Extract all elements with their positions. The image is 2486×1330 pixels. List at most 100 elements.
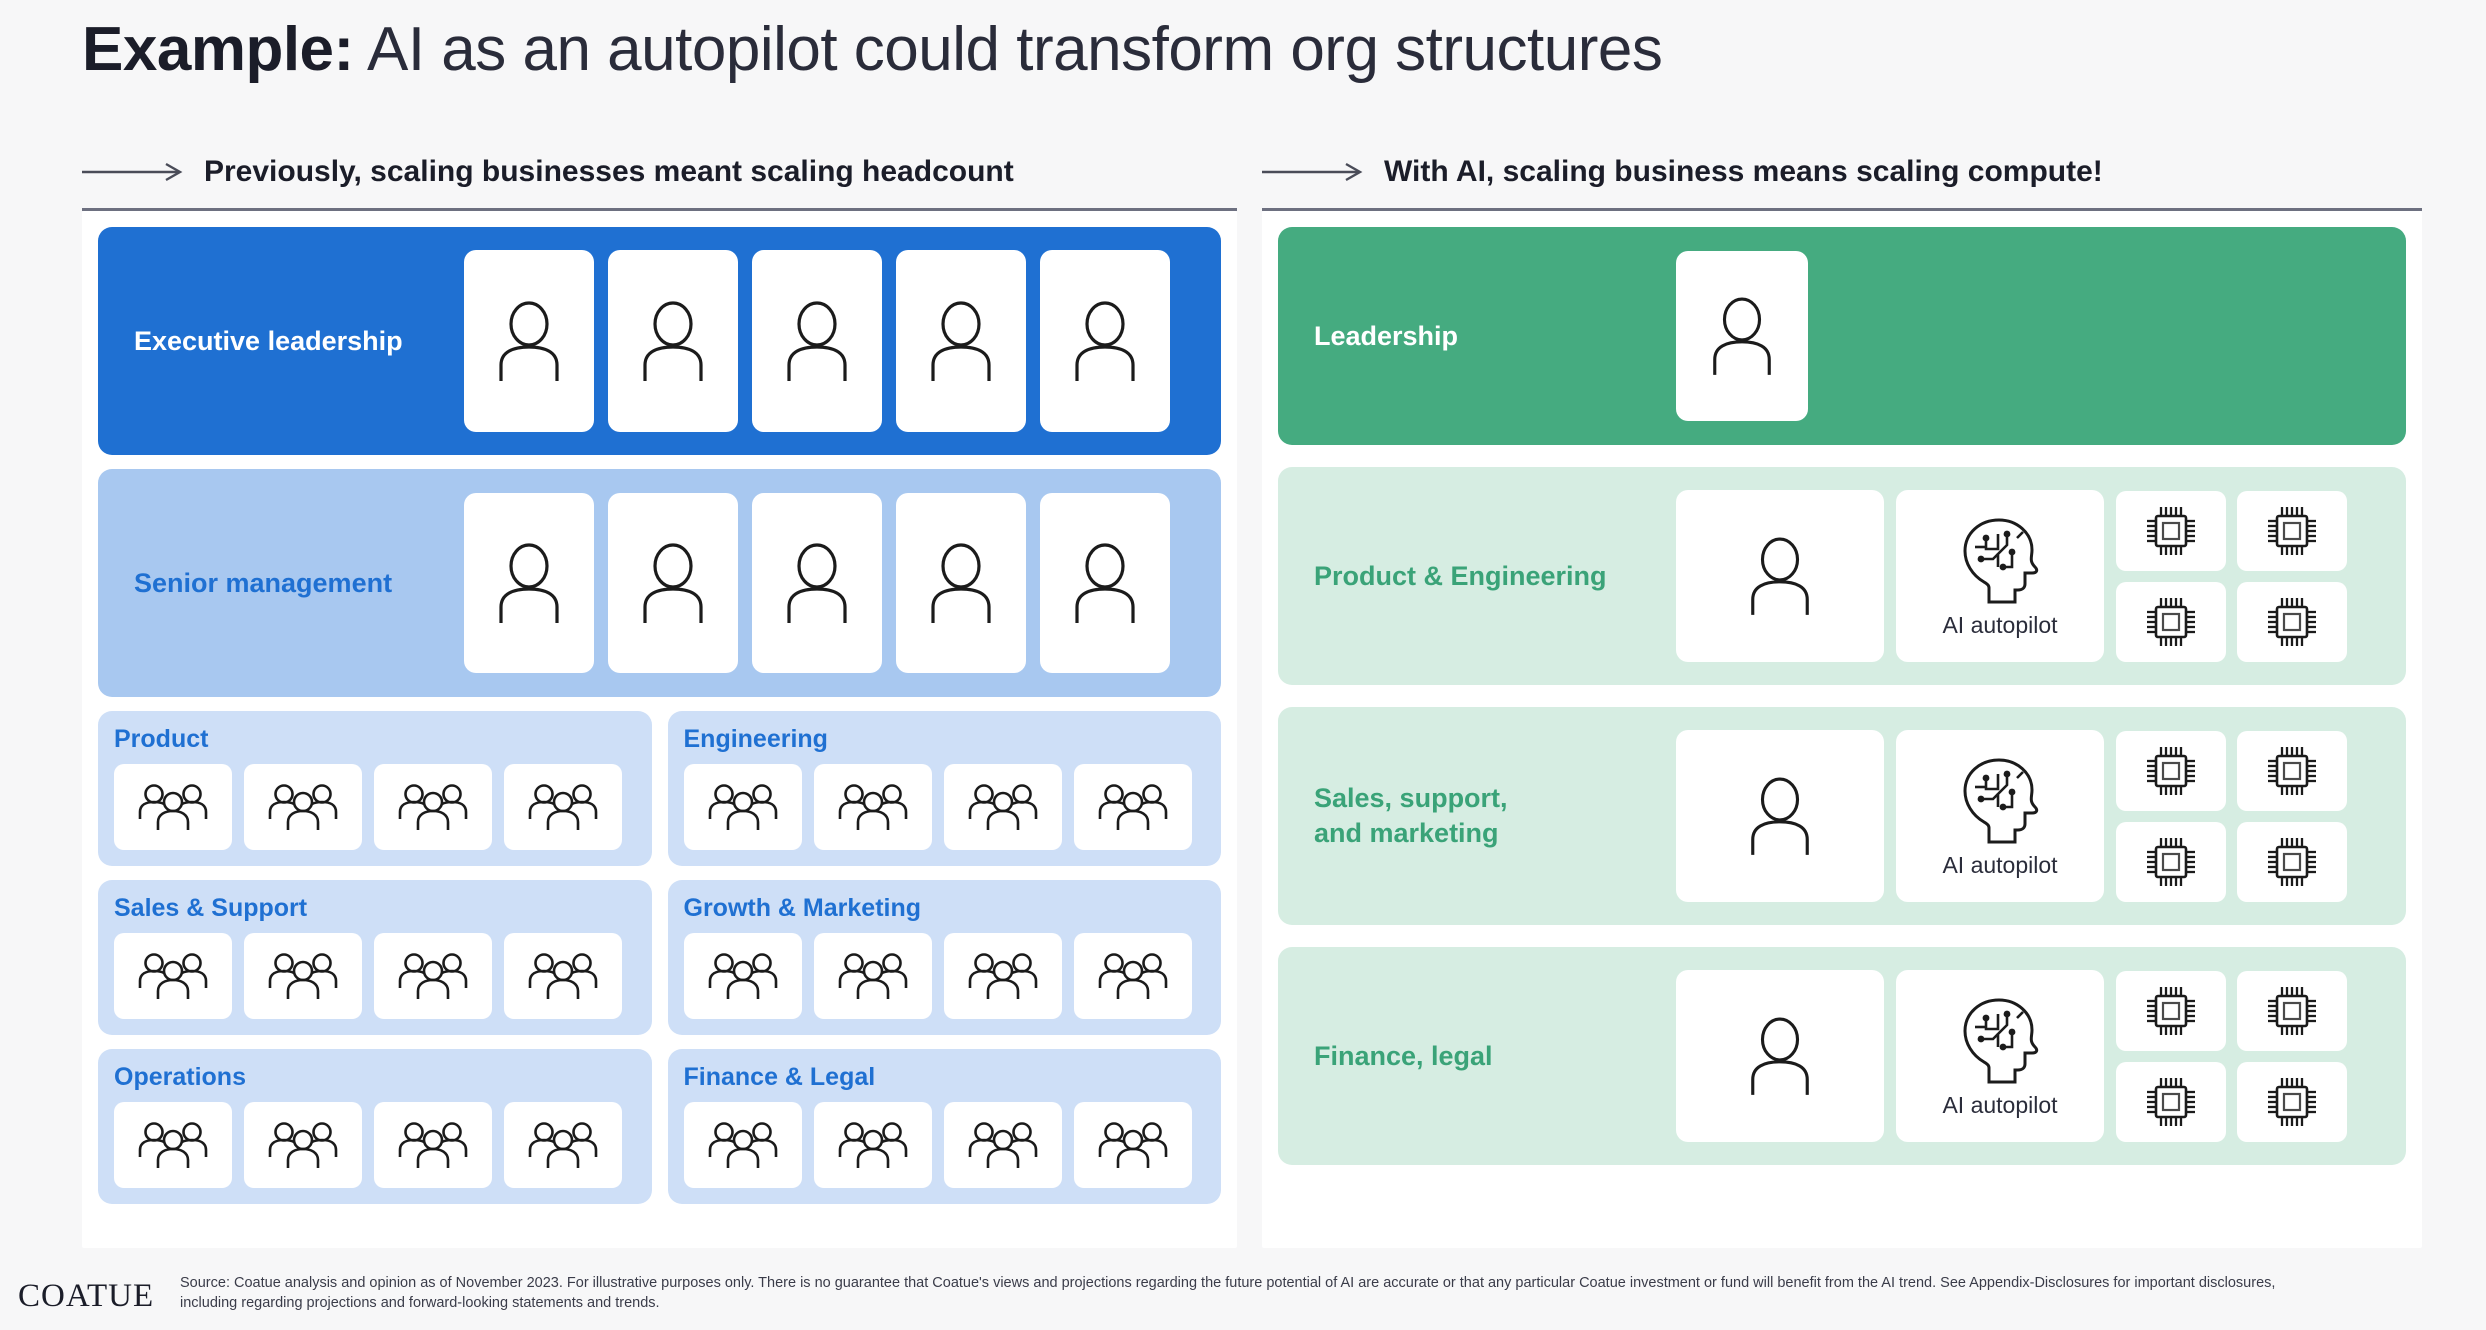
executive-person-cards — [464, 250, 1170, 432]
cpu-chip-icon — [2143, 594, 2199, 650]
department-group-cards — [683, 764, 1206, 850]
chip-card — [2237, 1061, 2347, 1142]
department-operations: Operations — [98, 1049, 652, 1204]
right-column: With AI, scaling business means scaling … — [1262, 148, 2422, 1248]
group-card — [1073, 933, 1192, 1019]
group-card — [683, 764, 802, 850]
chip-grid — [2116, 490, 2347, 662]
chip-card — [2237, 490, 2347, 571]
group-card — [244, 933, 362, 1019]
group-card — [943, 1102, 1062, 1188]
person-icon — [1068, 299, 1142, 383]
ai-autopilot-label: AI autopilot — [1942, 1091, 2058, 1118]
page-title: Example: AI as an autopilot could transf… — [82, 12, 1663, 88]
person-icon — [492, 541, 566, 625]
band-senior-management: Senior management — [98, 469, 1221, 697]
department-group-cards — [114, 933, 636, 1019]
chip-card — [2237, 730, 2347, 811]
department-label: Operations — [114, 1063, 246, 1091]
left-column: Previously, scaling businesses meant sca… — [82, 148, 1237, 1248]
row-finance-legal: Finance, legal — [1278, 947, 2406, 1165]
legacy-org-panel: Executive leadership Senior management — [82, 211, 1237, 1248]
ai-autopilot-label: AI autopilot — [1942, 611, 2058, 638]
people-group-icon — [527, 950, 599, 1002]
people-group-icon — [837, 781, 909, 833]
people-group-icon — [397, 1119, 469, 1171]
row-sales-support-marketing: Sales, support, and marketing — [1278, 707, 2406, 925]
group-card — [683, 1102, 802, 1188]
people-group-icon — [967, 1119, 1039, 1171]
row-label: Sales, support, and marketing — [1314, 783, 1508, 848]
department-finance-legal: Finance & Legal — [667, 1049, 1221, 1204]
group-card — [244, 764, 362, 850]
people-group-icon — [137, 781, 209, 833]
people-group-icon — [1097, 950, 1169, 1002]
department-group-cards — [114, 764, 636, 850]
ai-head-circuit-icon — [1953, 754, 2047, 850]
person-icon — [1706, 295, 1778, 377]
person-card — [1676, 490, 1884, 662]
people-group-icon — [837, 950, 909, 1002]
group-card — [683, 933, 802, 1019]
people-group-icon — [137, 950, 209, 1002]
people-group-icon — [967, 781, 1039, 833]
department-grid: Product Engineering — [98, 711, 1221, 1204]
band-executive-leadership: Executive leadership — [98, 227, 1221, 455]
person-icon — [492, 299, 566, 383]
cpu-chip-icon — [2143, 834, 2199, 890]
person-icon — [1744, 535, 1816, 617]
department-product: Product — [98, 711, 652, 866]
people-group-icon — [267, 950, 339, 1002]
people-group-icon — [527, 781, 599, 833]
group-card — [1073, 764, 1192, 850]
person-icon — [636, 541, 710, 625]
person-icon — [780, 541, 854, 625]
long-arrow-right-icon — [1262, 162, 1366, 182]
cpu-chip-icon — [2143, 503, 2199, 559]
group-card — [504, 764, 622, 850]
person-card — [464, 493, 594, 673]
chip-card — [2116, 1061, 2226, 1142]
ai-autopilot-card: AI autopilot — [1896, 970, 2104, 1142]
chip-card — [2237, 970, 2347, 1051]
row-slots: AI autopilot — [1676, 970, 2347, 1142]
right-column-rule — [1262, 208, 2422, 211]
band-label-senior-management: Senior management — [134, 567, 393, 598]
cpu-chip-icon — [2143, 743, 2199, 799]
cpu-chip-icon — [2264, 503, 2320, 559]
group-card — [943, 933, 1062, 1019]
people-group-icon — [1097, 781, 1169, 833]
ai-autopilot-label: AI autopilot — [1942, 851, 2058, 878]
chip-card — [2116, 970, 2226, 1051]
left-column-heading: Previously, scaling businesses meant sca… — [204, 155, 1014, 188]
person-icon — [1744, 1015, 1816, 1097]
people-group-icon — [397, 781, 469, 833]
department-group-cards — [683, 1102, 1206, 1188]
department-label: Finance & Legal — [683, 1063, 876, 1091]
people-group-icon — [267, 1119, 339, 1171]
people-group-icon — [267, 781, 339, 833]
row-product-engineering: Product & Engineering — [1278, 467, 2406, 685]
person-icon — [924, 299, 998, 383]
group-card — [114, 764, 232, 850]
footer: COATUE Source: Coatue analysis and opini… — [0, 1272, 2486, 1330]
person-card — [896, 493, 1026, 673]
cpu-chip-icon — [2264, 1074, 2320, 1130]
department-group-cards — [683, 933, 1206, 1019]
people-group-icon — [707, 781, 779, 833]
senior-management-person-cards — [464, 493, 1170, 673]
group-card — [1073, 1102, 1192, 1188]
group-card — [244, 1102, 362, 1188]
group-card — [374, 933, 492, 1019]
group-card — [813, 764, 932, 850]
people-group-icon — [707, 1119, 779, 1171]
people-group-icon — [527, 1119, 599, 1171]
chip-card — [2116, 490, 2226, 571]
ai-autopilot-card: AI autopilot — [1896, 490, 2104, 662]
people-group-icon — [967, 950, 1039, 1002]
department-label: Growth & Marketing — [683, 894, 922, 922]
chip-card — [2116, 821, 2226, 902]
left-column-header: Previously, scaling businesses meant sca… — [82, 148, 1237, 196]
group-card — [374, 1102, 492, 1188]
group-card — [943, 764, 1062, 850]
